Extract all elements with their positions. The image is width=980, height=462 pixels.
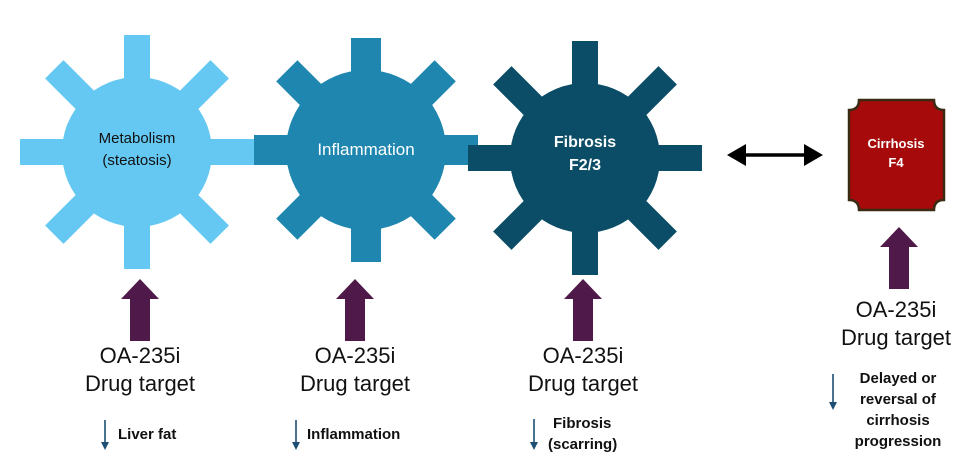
gear-inflammation-label: Inflammation [317,140,414,159]
double-arrow-head-left [727,144,746,166]
effect-labels: Liver fat Inflammation Fibrosis (scarrin… [118,370,941,453]
gear-metabolism: Metabolism (steatosis) [20,35,254,269]
gear-metabolism-label-line1: Metabolism [99,130,176,147]
drug-target-1-line2: Drug target [85,371,195,396]
gear-fibrosis-label-line1: Fibrosis [554,134,616,151]
up-arrows [121,227,918,341]
down-arrows [101,374,837,450]
gear-inflammation: Inflammation [254,38,478,262]
drug-target-labels: OA-235i Drug target OA-235i Drug target … [85,297,951,396]
cirrhosis-label-line2: F4 [888,155,904,170]
drug-target-3-line1: OA-235i [543,343,624,368]
gear-fibrosis: Fibrosis F2/3 [468,41,702,275]
double-arrow-head-right [804,144,823,166]
cirrhosis-label-line1: Cirrhosis [867,136,924,151]
drug-target-1-line1: OA-235i [100,343,181,368]
gear-fibrosis-shape [468,41,702,275]
gear-fibrosis-label-line2: F2/3 [569,157,601,174]
double-headed-arrow [727,144,823,166]
down-arrow-3 [530,419,538,450]
drug-target-3-line2: Drug target [528,371,638,396]
gear-metabolism-shape [20,35,254,269]
down-arrow-2 [292,420,300,450]
down-arrow-4 [829,374,837,410]
drug-target-2-line1: OA-235i [315,343,396,368]
effect-4-line2: reversal of [860,391,937,408]
up-arrow-4 [880,227,918,289]
effect-4-line1: Delayed or [860,370,937,387]
drug-target-2-line2: Drug target [300,371,410,396]
effect-4-line4: progression [855,433,942,450]
up-arrow-2 [336,279,374,341]
up-arrow-3 [564,279,602,341]
drug-target-4-line2: Drug target [841,325,951,350]
effect-4-line3: cirrhosis [866,412,929,429]
gear-inflammation-shape [254,38,478,262]
cirrhosis-plaque-shape [847,98,946,212]
effect-1-line1: Liver fat [118,426,176,443]
drug-target-4-line1: OA-235i [856,297,937,322]
down-arrow-1 [101,420,109,450]
effect-3-line2: (scarring) [548,436,617,453]
up-arrow-1 [121,279,159,341]
cirrhosis-box: Cirrhosis F4 [847,98,946,212]
effect-3-line1: Fibrosis [553,415,611,432]
gear-metabolism-label-line2: (steatosis) [102,152,171,169]
effect-2-line1: Inflammation [307,426,400,443]
